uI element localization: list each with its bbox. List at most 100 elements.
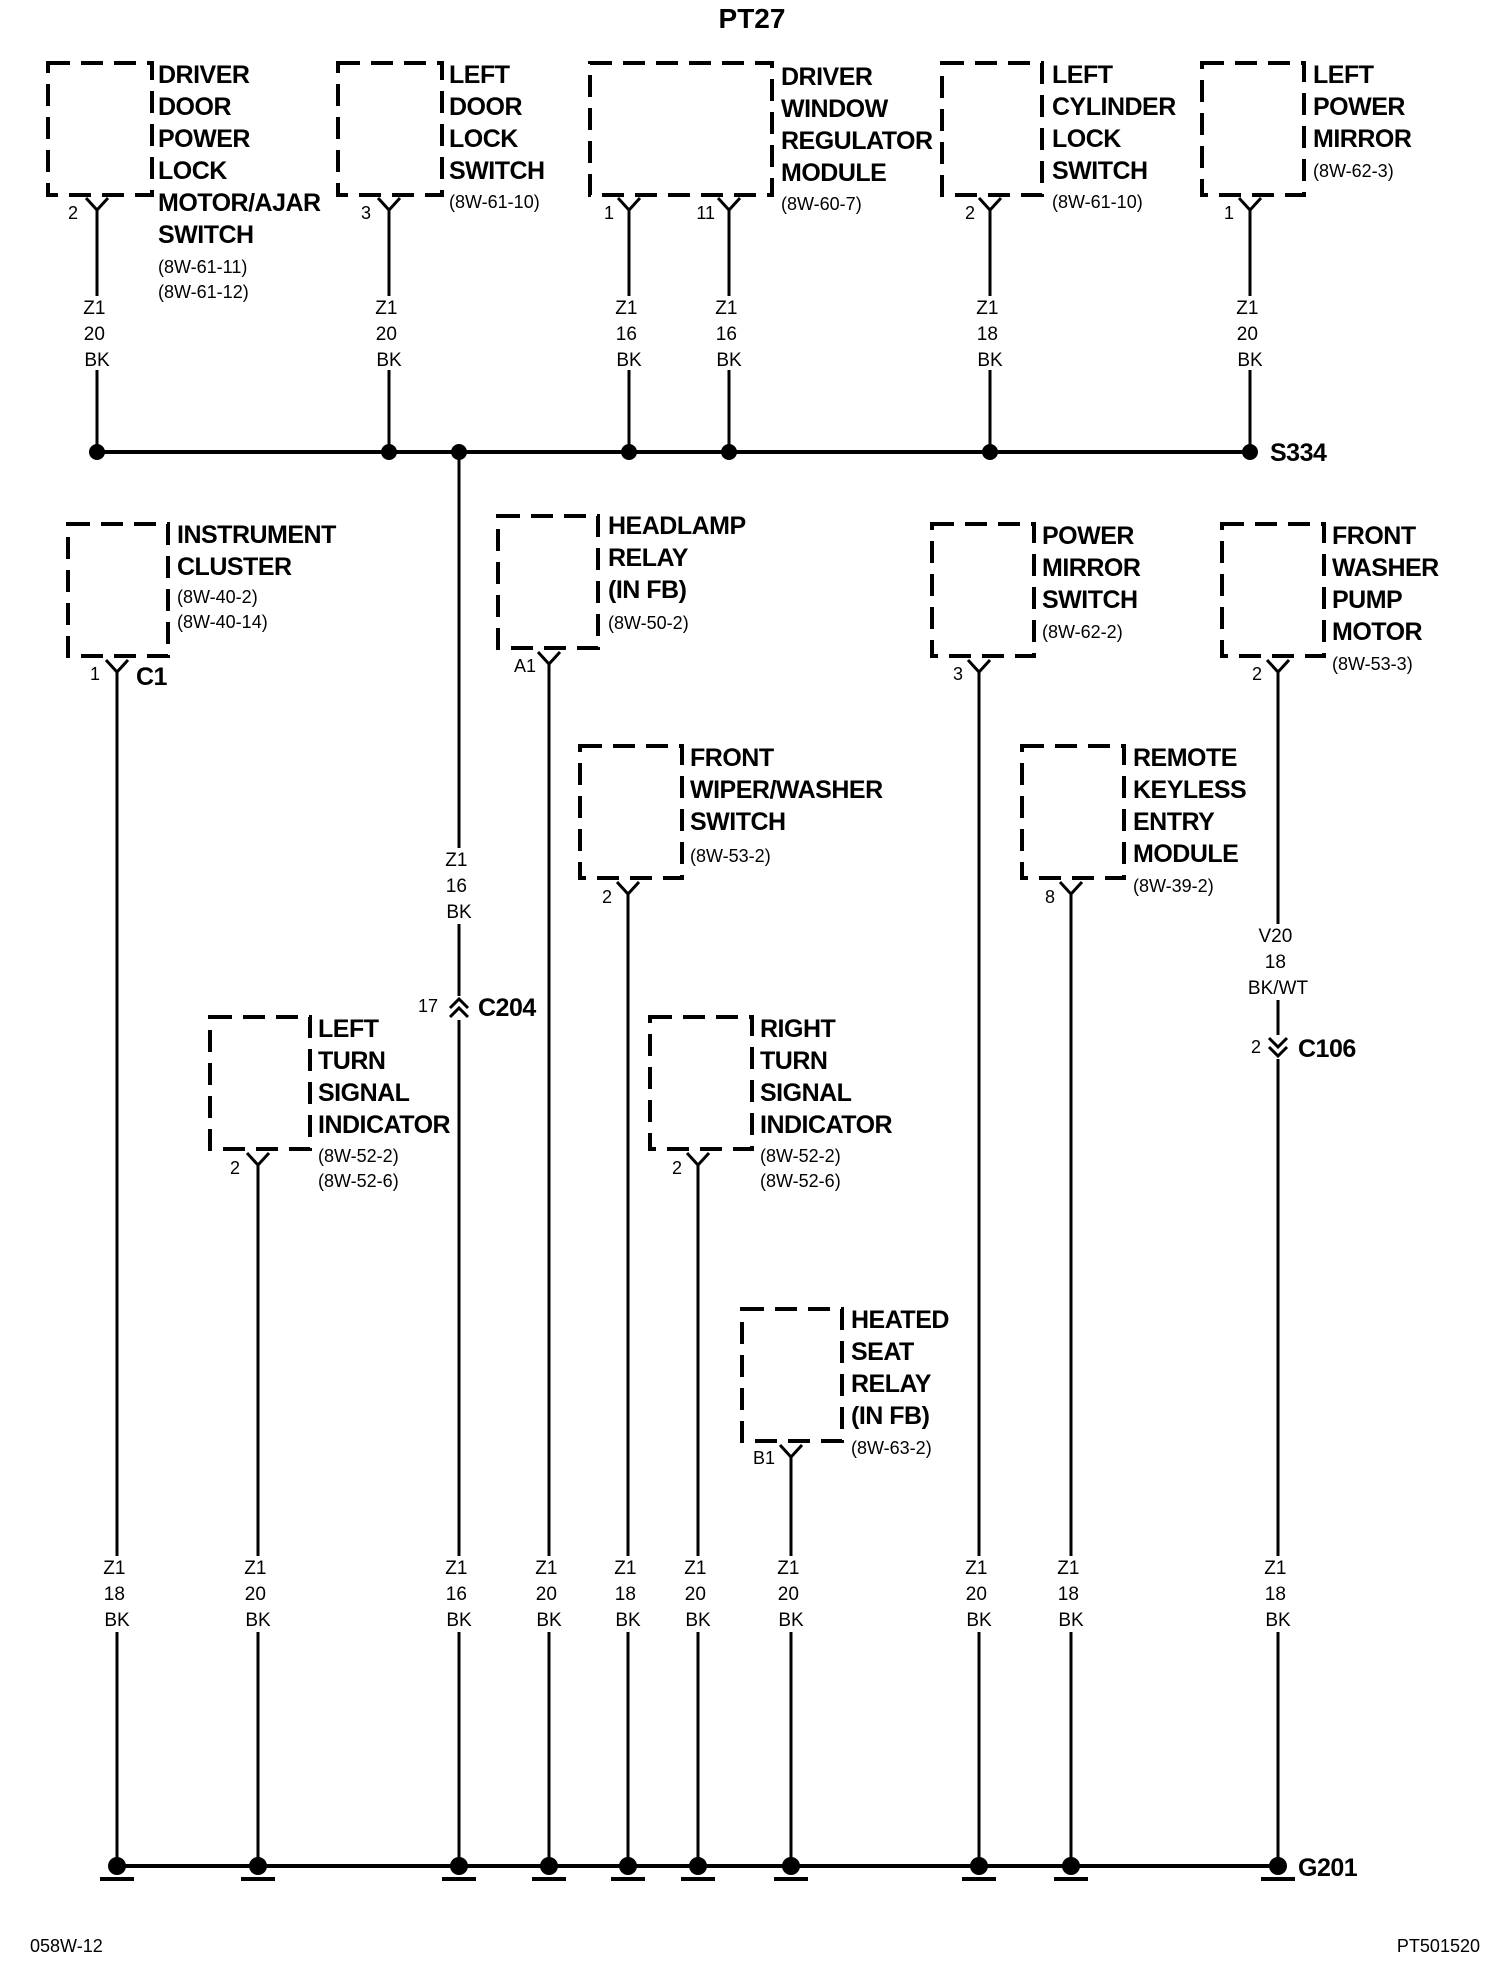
component-box bbox=[46, 61, 154, 197]
left-cylinder-lock-switch-component: LEFT CYLINDER LOCK SWITCH (8W-61-10) 2 bbox=[940, 61, 1177, 223]
pin-number: 3 bbox=[361, 203, 371, 223]
schematic-reference: (8W-62-3) bbox=[1313, 161, 1394, 181]
svg-text:Z1 16 BK: Z1 16 BK bbox=[445, 1558, 472, 1631]
svg-text:Z1 18 BK: Z1 18 BK bbox=[1264, 1558, 1291, 1631]
ground-terminal bbox=[442, 1857, 476, 1881]
wire-color: BK bbox=[536, 1610, 562, 1631]
component-name: MODULE bbox=[1133, 840, 1238, 868]
pin-number: 3 bbox=[953, 664, 963, 684]
component-name: SWITCH bbox=[449, 157, 545, 185]
pin-connector bbox=[977, 196, 1003, 213]
ground-terminal bbox=[681, 1857, 715, 1881]
pin-connector bbox=[245, 1151, 271, 1168]
svg-text:DRIVER DOOR POWER: DRIVER DOOR POWER LOCK MOTOR/AJAR SWITCH bbox=[158, 61, 327, 249]
component-name: LEFT bbox=[318, 1015, 379, 1043]
pin-number: 8 bbox=[1045, 887, 1055, 907]
wire-circuit: Z1 bbox=[1264, 1558, 1286, 1579]
wire-circuit: Z1 bbox=[614, 1558, 636, 1579]
component-name: TURN bbox=[318, 1047, 385, 1075]
wire-color: BK/WT bbox=[1248, 978, 1309, 999]
component-box bbox=[1020, 744, 1126, 880]
svg-text:(8W-40-2) (8W-40-14): (8W-40-2) (8W-40-14) bbox=[177, 587, 268, 632]
wire-color: BK bbox=[685, 1610, 711, 1631]
connector-label: C1 bbox=[136, 663, 168, 691]
component-name: SEAT bbox=[851, 1338, 914, 1366]
left-door-lock-switch-component: LEFT DOOR LOCK SWITCH (8W-61-10) 3 bbox=[336, 61, 545, 223]
component-name: CLUSTER bbox=[177, 553, 292, 581]
svg-text:LEFT TURN SIGNAL: LEFT TURN SIGNAL INDICATOR bbox=[318, 1015, 451, 1139]
svg-text:POWER MIRROR SWITC: POWER MIRROR SWITCH bbox=[1042, 522, 1147, 614]
component-name: HEADLAMP bbox=[608, 512, 745, 540]
ground-terminal bbox=[241, 1857, 275, 1881]
wire-color: BK bbox=[615, 1610, 641, 1631]
schematic-reference: (8W-61-12) bbox=[158, 282, 249, 302]
svg-text:Z1 20 BK: Z1 20 BK bbox=[1236, 298, 1263, 371]
schematic-reference: (8W-50-2) bbox=[608, 613, 689, 633]
wire-color: BK bbox=[446, 1610, 472, 1631]
pin-connector bbox=[1058, 880, 1084, 897]
ground-terminal bbox=[611, 1857, 645, 1881]
pin-connector bbox=[376, 196, 402, 213]
schematic-reference: (8W-52-2) bbox=[760, 1146, 841, 1166]
wire-gauge: 16 bbox=[616, 324, 637, 345]
component-name: PUMP bbox=[1332, 586, 1402, 614]
component-name: RIGHT bbox=[760, 1015, 836, 1043]
component-name: SWITCH bbox=[1052, 157, 1148, 185]
component-box bbox=[930, 522, 1036, 658]
wire-gauge: 18 bbox=[104, 1584, 125, 1605]
diagram-title: PT27 bbox=[719, 3, 786, 34]
instrument-cluster-component: INSTRUMENT CLUSTER (8W-40-2) (8W-40-14) … bbox=[66, 521, 337, 691]
svg-text:Z1 20 BK: Z1 20 BK bbox=[535, 1558, 562, 1631]
svg-text:(8W-52-2) (8W-52-6): (8W-52-2) (8W-52-6) bbox=[760, 1146, 846, 1191]
ground-g201: G201 bbox=[100, 1854, 1358, 1882]
connector-label: C204 bbox=[478, 994, 536, 1022]
component-name: MIRROR bbox=[1313, 125, 1412, 153]
component-name: WIPER/WASHER bbox=[690, 776, 883, 804]
wire-circuit: Z1 bbox=[965, 1558, 987, 1579]
splice-junction bbox=[982, 444, 998, 460]
component-name: INDICATOR bbox=[760, 1111, 893, 1139]
component-name: RELAY bbox=[608, 544, 689, 572]
component-name: TURN bbox=[760, 1047, 827, 1075]
wire-gauge: 20 bbox=[376, 324, 397, 345]
component-box bbox=[336, 61, 444, 197]
wire-gauge: 16 bbox=[446, 1584, 467, 1605]
component-name: LOCK bbox=[449, 125, 518, 153]
top-wire-labels: Z1 20 BK Z1 20 BK Z1 16 BK Z1 16 BK Z1 1… bbox=[80, 296, 1267, 371]
headlamp-relay-component: HEADLAMP RELAY (IN FB) (8W-50-2) A1 bbox=[496, 512, 746, 676]
wire-circuit: Z1 bbox=[1236, 298, 1258, 319]
component-name: MIRROR bbox=[1042, 554, 1141, 582]
component-box bbox=[1200, 61, 1306, 197]
wire-color: BK bbox=[616, 350, 642, 371]
component-name: DOOR bbox=[449, 93, 522, 121]
component-name: DRIVER bbox=[781, 63, 873, 91]
component-name: LOCK bbox=[158, 157, 227, 185]
component-name: (IN FB) bbox=[608, 576, 687, 604]
wire-color: BK bbox=[446, 902, 472, 923]
top-wire-lines bbox=[95, 210, 1252, 452]
wire-circuit: Z1 bbox=[445, 1558, 467, 1579]
ground-terminal bbox=[1261, 1857, 1295, 1881]
component-box bbox=[648, 1015, 754, 1151]
front-washer-pump-motor-component: FRONT WASHER PUMP MOTOR (8W-53-3) 2 bbox=[1220, 522, 1440, 684]
svg-text:REMOTE KEYLESS ENT: REMOTE KEYLESS ENTRY MODULE bbox=[1133, 744, 1253, 868]
component-box bbox=[208, 1015, 312, 1151]
svg-text:Z1 16 BK: Z1 16 BK bbox=[445, 850, 472, 923]
splice-junction bbox=[89, 444, 105, 460]
connector-chevron bbox=[1267, 1036, 1289, 1050]
component-box bbox=[578, 744, 684, 880]
component-name: MOTOR/AJAR bbox=[158, 189, 321, 217]
component-name: INDICATOR bbox=[318, 1111, 451, 1139]
component-name: WASHER bbox=[1332, 554, 1439, 582]
pin-number: 2 bbox=[672, 1158, 682, 1178]
pin-number: B1 bbox=[753, 1448, 775, 1468]
svg-text:Z1 20 BK: Z1 20 BK bbox=[83, 298, 110, 371]
svg-text:RIGHT TURN SIGNAL: RIGHT TURN SIGNAL INDICATOR bbox=[760, 1015, 893, 1139]
schematic-reference: (8W-52-6) bbox=[760, 1171, 841, 1191]
page-code: 058W-12 bbox=[30, 1936, 103, 1956]
connector-chevron bbox=[448, 996, 470, 1010]
component-box bbox=[496, 514, 600, 650]
schematic-reference: (8W-52-2) bbox=[318, 1146, 399, 1166]
component-box bbox=[66, 522, 170, 658]
splice-junction bbox=[1242, 444, 1258, 460]
